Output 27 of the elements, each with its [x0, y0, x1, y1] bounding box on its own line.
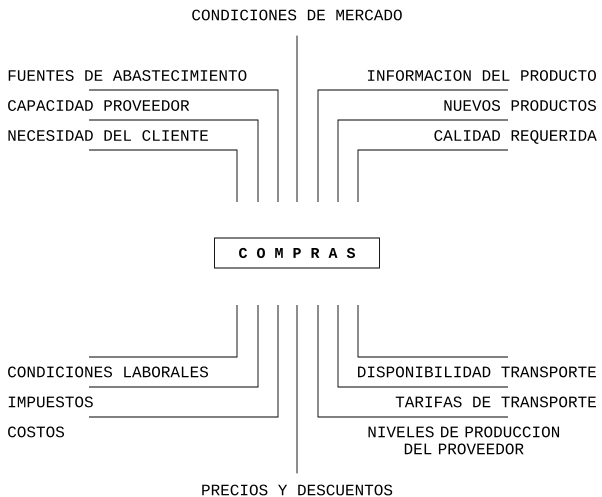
- factor-label: NIVELES DE PRODUCCION DEL PROVEEDOR: [368, 426, 560, 454]
- connector-line: [88, 90, 278, 202]
- connector-line: [88, 120, 258, 202]
- connector-line: [338, 304, 508, 388]
- factor-label: IMPUESTOS: [8, 396, 93, 408]
- heading-label: PRECIOS Y DESCUENTOS: [202, 484, 392, 496]
- factor-label: CAPACIDAD PROVEEDOR: [8, 100, 190, 111]
- factor-label: DISPONIBILIDAD TRANSPORTE: [358, 366, 596, 378]
- connector-line: [318, 304, 508, 418]
- factor-label: TARIFAS DE TRANSPORTE: [396, 396, 596, 408]
- factor-label: NECESIDAD DEL CLIENTE: [8, 130, 208, 141]
- connector-line: [88, 150, 238, 202]
- heading-label: CONDICIONES DE MERCADO: [192, 10, 402, 20]
- connector-line: [88, 304, 238, 358]
- connector-line: [88, 304, 278, 418]
- factor-label: CALIDAD REQUERIDA: [434, 130, 597, 144]
- factor-label: CONDICIONES LABORALES: [8, 366, 208, 378]
- connector-line: [358, 150, 508, 202]
- connector-line: [358, 304, 508, 358]
- factor-label: FUENTES DE ABASTECIMIENTO: [8, 70, 246, 81]
- factor-label: COSTOS: [8, 426, 64, 438]
- connector-line: [88, 304, 258, 388]
- connector-line: [338, 120, 508, 202]
- factor-label: NUEVOS PRODUCTOS: [444, 100, 596, 111]
- center-box: C O M P R A S: [214, 238, 380, 268]
- connector-line: [318, 90, 508, 202]
- factor-label: INFORMACION DEL PRODUCTO: [368, 70, 596, 81]
